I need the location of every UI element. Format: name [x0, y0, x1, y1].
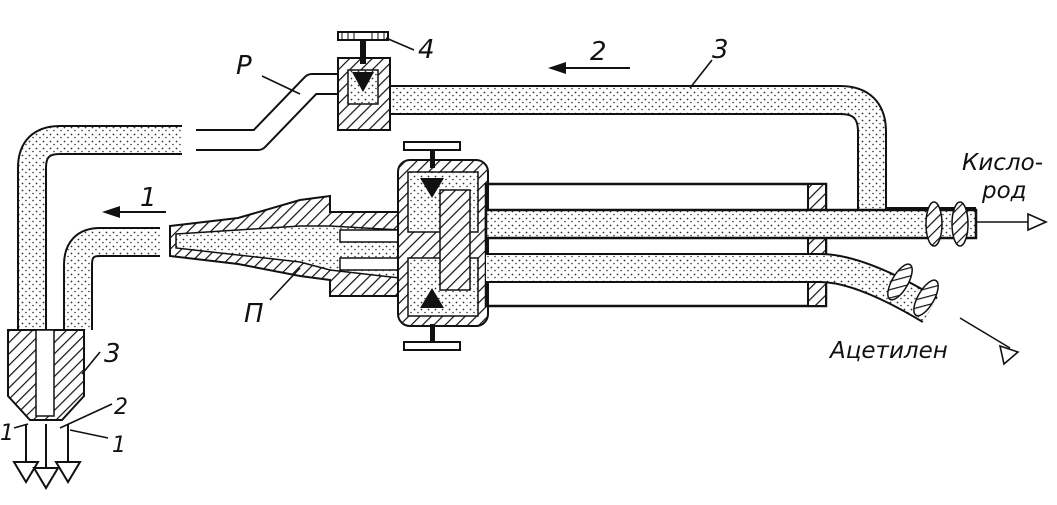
- label-p: Р: [236, 51, 252, 81]
- oxygen-valve-knob: [403, 141, 461, 168]
- handle-body: [397, 159, 489, 327]
- valve-4: [337, 31, 391, 131]
- injector-nozzle: [169, 194, 411, 297]
- oxygen-tube-lower: [63, 227, 160, 330]
- leader-lines: [13, 37, 1048, 439]
- tip-mouthpiece: [7, 329, 85, 421]
- flame-arrows: [12, 424, 82, 490]
- mixture-tube-upper: [17, 125, 182, 330]
- oxygen-bypass-tube: [390, 85, 976, 237]
- oxygen-nipple: [925, 201, 969, 247]
- label-oxygen-line2: род: [981, 178, 1027, 204]
- oxygen-inlet-tube: [484, 208, 978, 240]
- acetylene-valve-knob: [403, 324, 461, 351]
- acetylene-inlet-tube: [486, 253, 938, 323]
- label-arrow-1: 1: [140, 183, 157, 213]
- flow-arrow-2: [548, 62, 630, 74]
- handle-frame: [484, 182, 828, 308]
- label-4: 4: [418, 35, 435, 65]
- tube-p: [196, 73, 342, 151]
- label-2-tip: 2: [114, 395, 128, 420]
- label-1-right: 1: [112, 433, 126, 458]
- label-arrow-2: 2: [590, 37, 607, 67]
- flow-arrow-1: [102, 206, 166, 218]
- label-3-top: 3: [712, 35, 729, 65]
- label-n: П: [244, 299, 264, 329]
- acetylene-nipple: [887, 263, 939, 317]
- label-1-left: 1: [0, 421, 14, 446]
- label-acetylene: Ацетилен: [828, 338, 948, 364]
- label-3-tip: 3: [104, 339, 121, 369]
- label-oxygen-line1: Кисло-: [962, 150, 1043, 176]
